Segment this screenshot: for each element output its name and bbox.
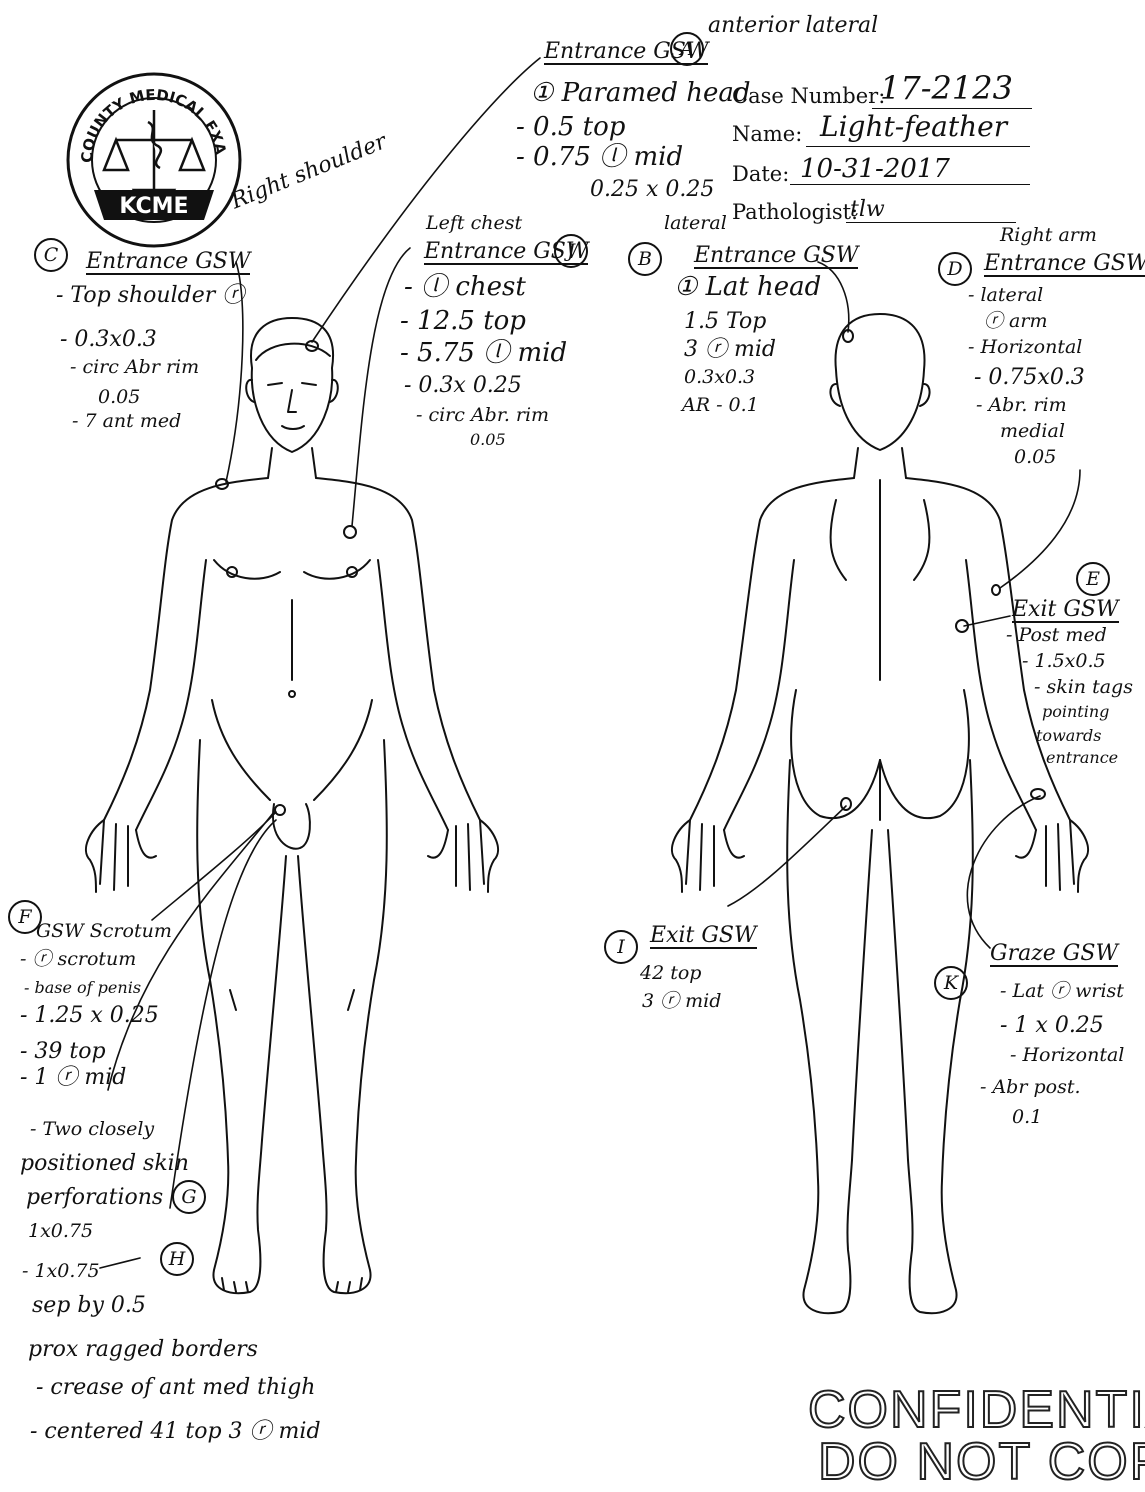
annotation-d-line: - 0.75x0.3: [974, 366, 1085, 389]
case-number-line: [872, 108, 1032, 109]
annotation-e-line: towards: [1036, 728, 1101, 745]
annotation-j-line: - ⓛ chest: [404, 274, 526, 301]
annotation-b-line: 0.3x0.3: [684, 368, 755, 388]
annotation-c-line: - 7 ant med: [72, 412, 181, 432]
annotation-j-note: Left chest: [426, 214, 522, 234]
confidential-watermark: CONFIDENTIA: [808, 1380, 1145, 1440]
annotation-d-line: - lateral: [968, 286, 1043, 306]
annotation-b-heading: Entrance GSW: [694, 244, 858, 269]
annotation-k-line: - 1 x 0.25: [1000, 1014, 1104, 1037]
annotation-b-line: 1.5 Top: [684, 310, 766, 333]
annotation-e-line: - Post med: [1006, 626, 1107, 646]
annotation-c-heading: Entrance GSW: [86, 250, 250, 275]
annotation-f-line: - 39 top: [20, 1040, 106, 1063]
date-line: [790, 184, 1030, 185]
annotation-h-marker: H: [160, 1242, 194, 1276]
annotation-e-line: entrance: [1046, 750, 1118, 767]
case-number-value: 17-2123: [880, 72, 1013, 106]
annotation-a-marker: A: [670, 32, 704, 66]
annotation-b-line: AR - 0.1: [682, 396, 759, 416]
annotation-i-line: 42 top: [640, 964, 701, 984]
annotation-g-line: - Two closely: [30, 1120, 154, 1140]
annotation-k-line: - Abr post.: [980, 1078, 1081, 1098]
annotation-d-note: Right arm: [1000, 226, 1097, 246]
annotation-k-heading: Graze GSW: [990, 942, 1118, 967]
annotation-a-note: anterior lateral: [708, 14, 878, 37]
pathologist-label: Pathologist:: [732, 200, 858, 224]
annotation-e-line: - 1.5x0.5: [1022, 652, 1106, 672]
annotation-e-line: pointing: [1042, 704, 1109, 721]
annotation-g-line: positioned skin: [20, 1152, 189, 1175]
annotation-k-line: 0.1: [1012, 1108, 1042, 1128]
annotation-d-line: - Horizontal: [968, 338, 1082, 358]
annotation-d-line: ⓡ arm: [984, 312, 1047, 332]
date-label: Date:: [732, 162, 789, 186]
annotation-d-line: medial: [1000, 422, 1065, 442]
annotation-a-line: - 0.75 ⓛ mid: [516, 144, 683, 171]
annotation-j-line: - 0.3x 0.25: [404, 374, 522, 397]
annotation-b-line: ① Lat head: [674, 274, 821, 301]
annotation-d-line: - Abr. rim: [976, 396, 1067, 416]
annotation-f-line: - base of penis: [24, 980, 141, 997]
annotation-g-line: perforations: [26, 1186, 163, 1209]
svg-text:KCME: KCME: [119, 194, 188, 219]
annotation-j-line: - circ Abr. rim: [416, 406, 549, 426]
annotation-b-note: lateral: [664, 214, 727, 234]
date-value: 10-31-2017: [800, 156, 950, 183]
pathologist-value: tlw: [850, 198, 885, 221]
annotation-d-heading: Entrance GSW: [984, 252, 1145, 277]
annotation-j-line: 0.05: [470, 432, 506, 449]
annotation-h-line: - centered 41 top 3 ⓡ mid: [30, 1420, 321, 1443]
annotation-d-line: 0.05: [1014, 448, 1056, 468]
annotation-g-marker: G: [172, 1180, 206, 1214]
annotation-a-line: 0.25 x 0.25: [590, 178, 714, 201]
annotation-d-marker: D: [938, 252, 972, 286]
name-label: Name:: [732, 122, 802, 146]
annotation-e-heading: Exit GSW: [1012, 598, 1119, 623]
annotation-i-heading: Exit GSW: [650, 924, 757, 949]
annotation-b-marker: B: [628, 242, 662, 276]
annotation-h-line: - 1x0.75: [22, 1262, 100, 1282]
annotation-h-line: - crease of ant med thigh: [36, 1376, 315, 1399]
annotation-c-line: 0.05: [98, 388, 140, 408]
annotation-c-line: - Top shoulder ⓡ: [56, 284, 244, 307]
annotation-g-line: 1x0.75: [28, 1222, 93, 1242]
annotation-j-marker: J: [554, 234, 588, 268]
annotation-h-line: sep by 0.5: [32, 1294, 146, 1317]
case-number-label: Case Number:: [732, 84, 885, 108]
annotation-i-marker: I: [604, 930, 638, 964]
annotation-f-line: - 1.25 x 0.25: [20, 1004, 159, 1027]
kcme-seal-logo: KING COUNTY MEDICAL EXAMINER KCME: [64, 70, 244, 250]
annotation-e-marker: E: [1076, 562, 1110, 596]
annotation-f-line: - ⓡ scrotum: [20, 950, 136, 970]
annotation-e-line: - skin tags: [1034, 678, 1133, 698]
annotation-k-line: - Lat ⓡ wrist: [1000, 982, 1124, 1002]
pathologist-line: [846, 222, 1016, 223]
annotation-j-line: - 5.75 ⓛ mid: [400, 340, 567, 367]
front-figure: [86, 318, 498, 1293]
annotation-k-marker: K: [934, 966, 968, 1000]
leader-lines: [100, 58, 1080, 1268]
annotation-c-line: - 0.3x0.3: [60, 328, 157, 351]
annotation-a-line: - 0.5 top: [516, 114, 625, 141]
annotation-h-line: prox ragged borders: [28, 1338, 258, 1361]
annotation-c-marker: C: [34, 238, 68, 272]
annotation-a-line: ① Paramed head: [530, 80, 751, 107]
name-line: [806, 146, 1030, 147]
annotation-c-line: - circ Abr rim: [70, 358, 199, 378]
name-value: Light-feather: [820, 112, 1007, 141]
do-not-copy-watermark: DO NOT COP: [818, 1432, 1145, 1492]
annotation-k-line: - Horizontal: [1010, 1046, 1124, 1066]
annotation-j-line: - 12.5 top: [400, 308, 526, 335]
annotation-f-heading: GSW Scrotum: [36, 922, 172, 942]
annotation-i-line: 3 ⓡ mid: [642, 992, 721, 1012]
annotation-f-line: - 1 ⓡ mid: [20, 1066, 126, 1089]
annotation-b-line: 3 ⓡ mid: [684, 338, 776, 361]
